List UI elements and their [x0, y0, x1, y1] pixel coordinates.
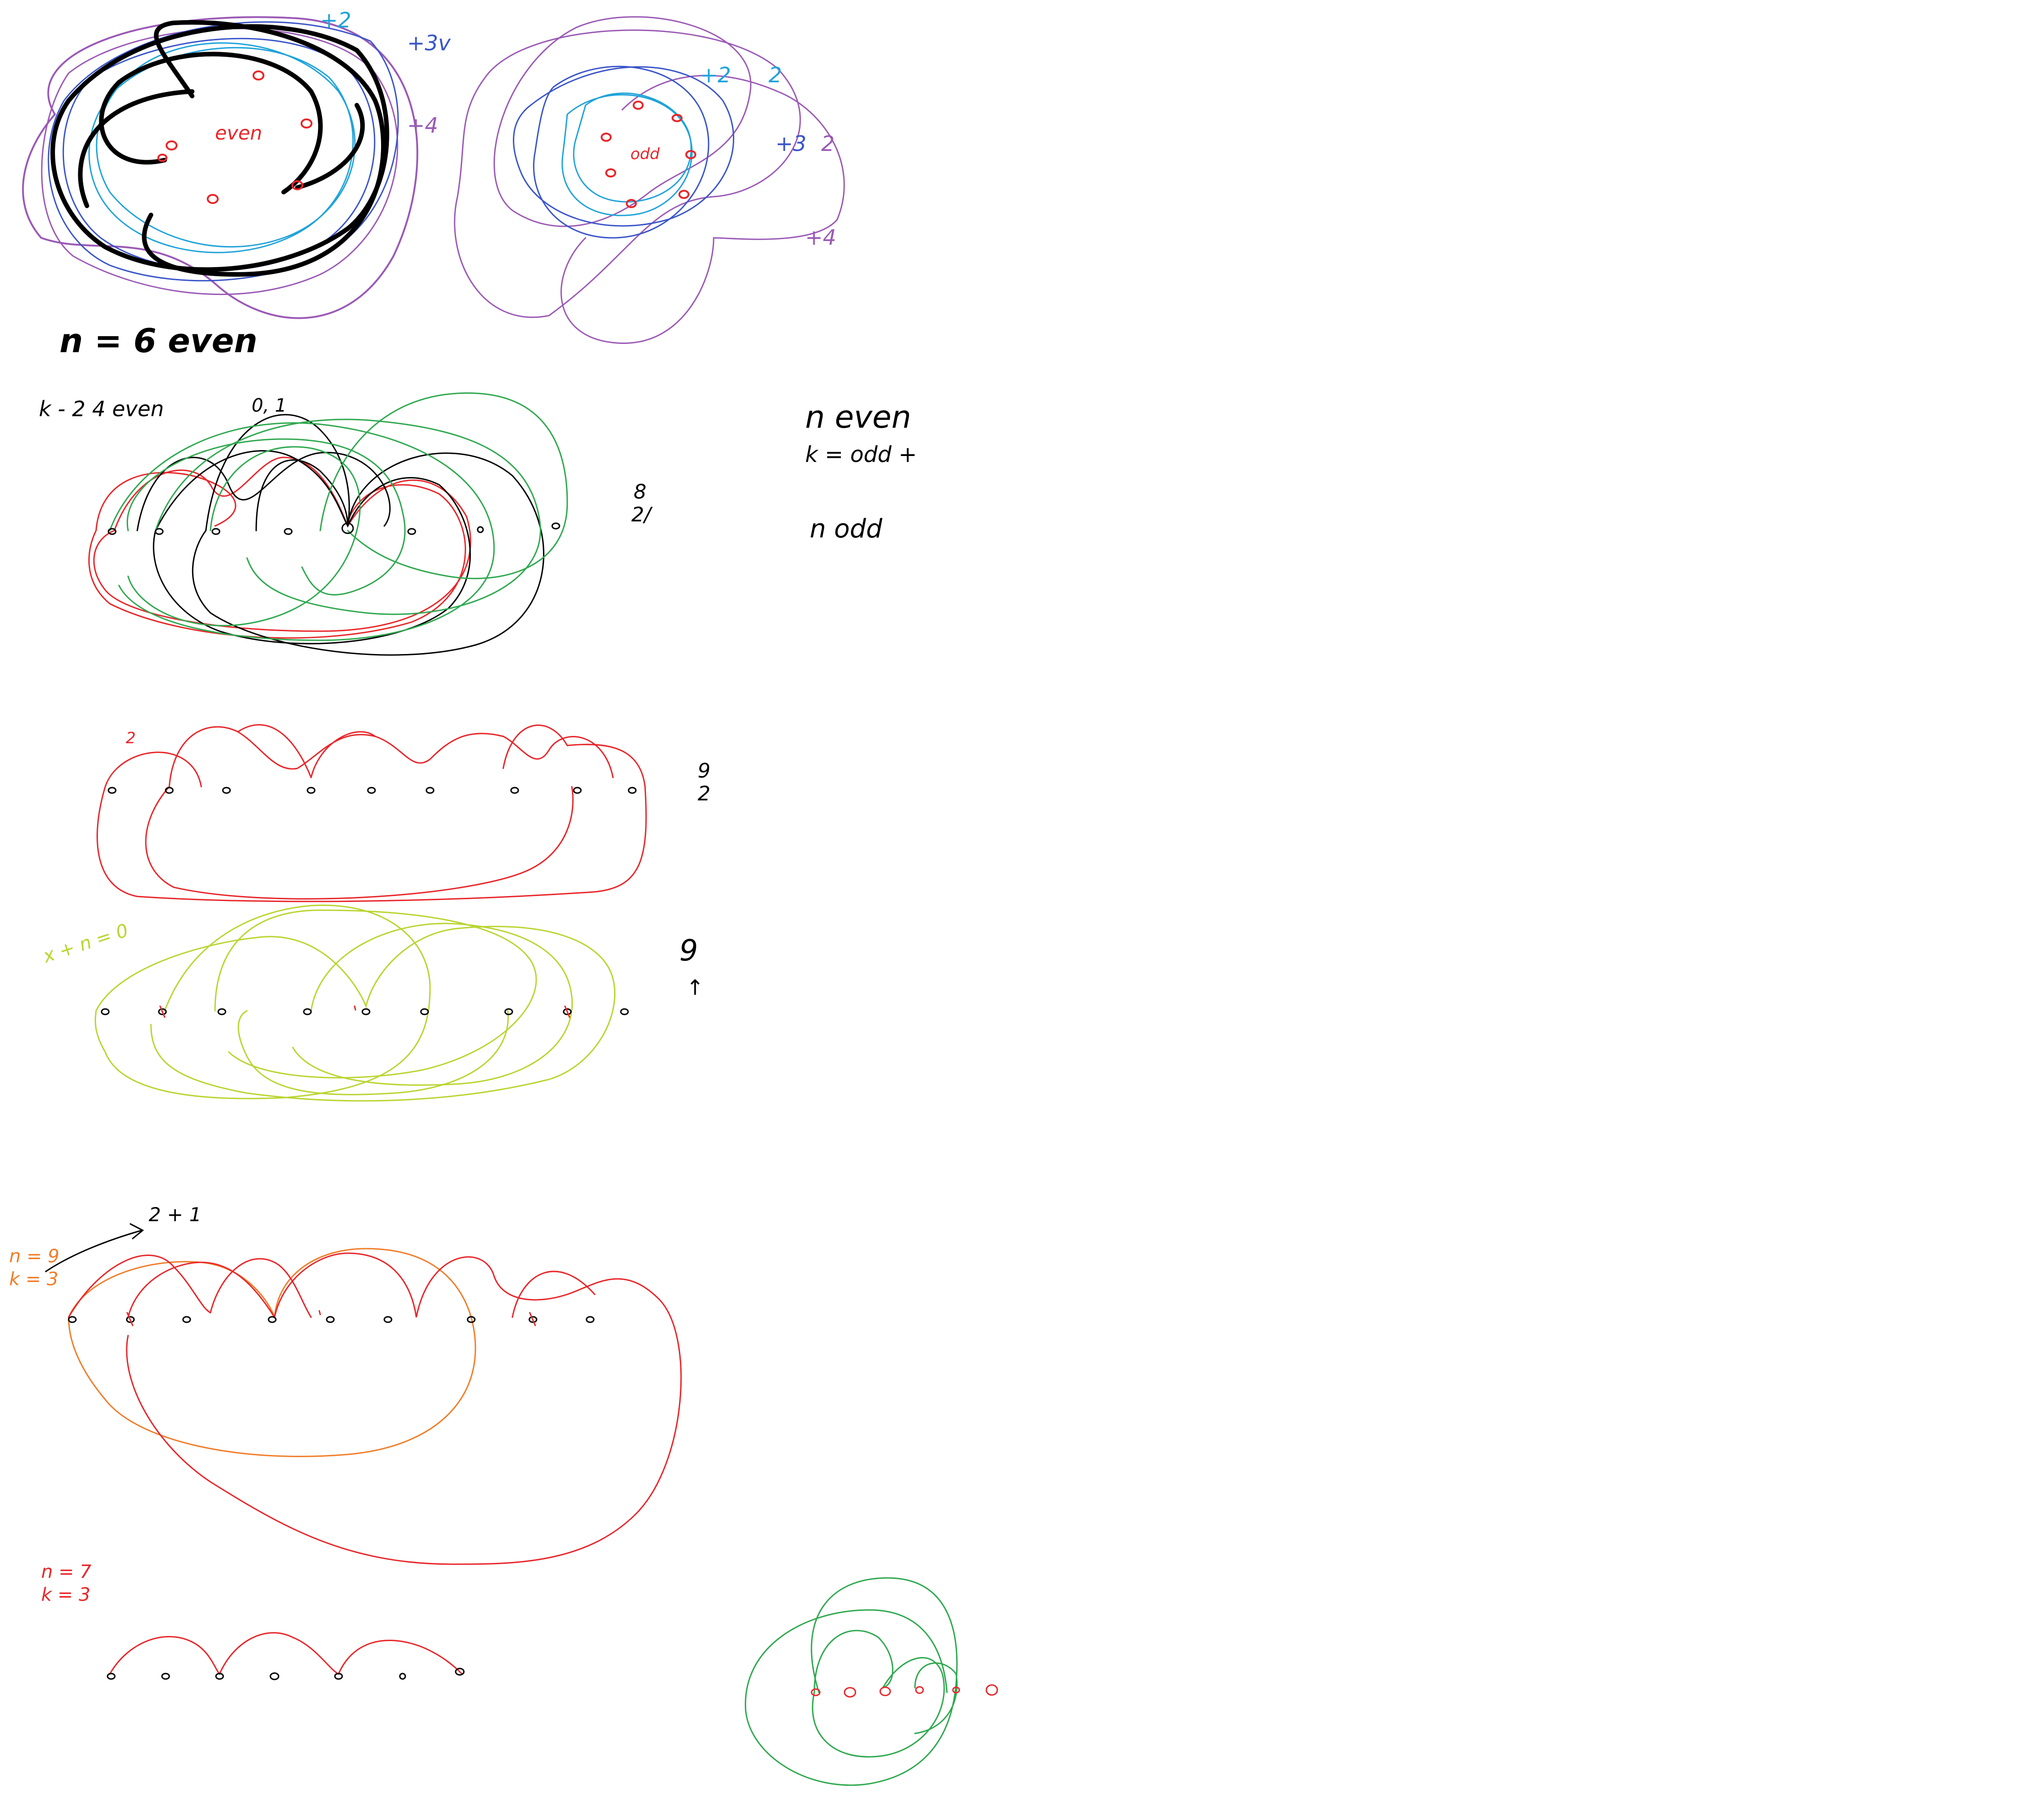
line-diagram-4	[45, 1223, 682, 1565]
line2-fraction-bottom: 2	[698, 782, 710, 805]
side-note-n-odd: n odd	[810, 514, 882, 544]
line3-label: x + n = 0	[40, 920, 131, 967]
line-diagram-5	[107, 1632, 465, 1680]
line4-k-label: k = 3	[9, 1269, 59, 1290]
side-note-n-even: n even	[805, 399, 911, 435]
line3-arrow: ↑	[686, 975, 704, 1000]
circle-odd-center-label: odd	[630, 145, 660, 163]
line3-number: 9	[679, 934, 698, 968]
side-note-k-odd: k = odd +	[805, 442, 917, 467]
circle-odd-plus3-count: 2	[821, 131, 834, 156]
circle-even-caption: n = 6 even	[59, 322, 258, 360]
line5-k-label: k = 3	[41, 1584, 91, 1605]
circle-even-plus4-label: +4	[407, 113, 438, 138]
line-diagram-2	[97, 724, 647, 902]
line5-n-label: n = 7	[41, 1561, 91, 1583]
line4-n-label: n = 9	[9, 1246, 59, 1267]
line4-arrow-label: 2 + 1	[149, 1203, 201, 1226]
green-loop-diagram	[745, 1577, 998, 1786]
circle-odd-plus2-count: 2	[769, 63, 782, 87]
circle-odd-plus2-label: +2	[700, 63, 731, 87]
line1-fraction-bottom: 2/	[631, 503, 653, 526]
circle-even-plus3-label: +3v	[407, 31, 451, 55]
line1-note: 0, 1	[252, 395, 286, 416]
line-diagram-1	[88, 392, 568, 656]
line-diagram-3	[94, 904, 629, 1102]
line2-label: 2	[126, 729, 136, 747]
circle-diagram-even	[22, 16, 419, 319]
circle-diagram-odd	[454, 16, 845, 344]
line1-label: k - 2 4 even	[39, 397, 164, 421]
circle-even-center-label: even	[215, 122, 262, 144]
circle-odd-plus4-label: +4	[805, 225, 836, 250]
line1-fraction-top: 8	[634, 480, 646, 504]
circle-even-plus2-label: +2	[320, 8, 351, 32]
line2-fraction-top: 9	[698, 759, 710, 783]
circle-odd-plus3-label: +3	[775, 131, 807, 156]
